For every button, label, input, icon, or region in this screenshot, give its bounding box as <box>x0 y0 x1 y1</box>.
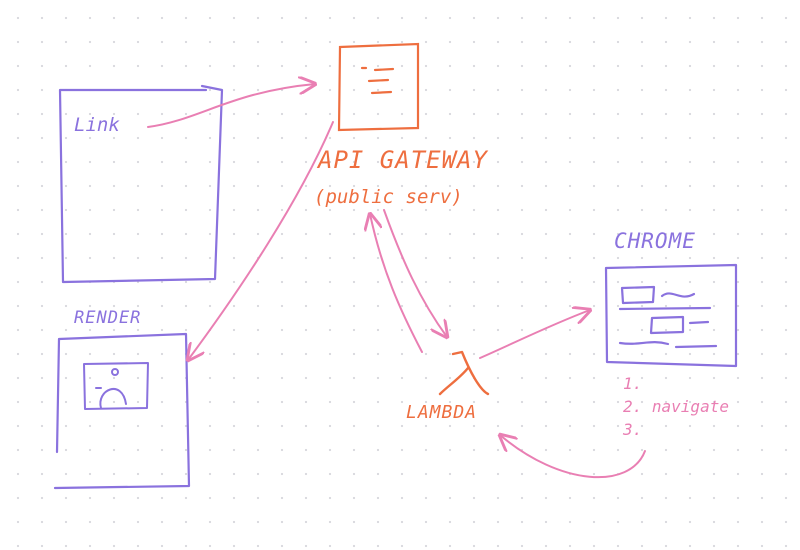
arrow-gateway-to-lambda <box>383 209 447 337</box>
lambda-icon <box>438 350 490 396</box>
step-item: 2. navigate <box>623 397 729 416</box>
lambda-label: LAMBDA <box>406 402 478 423</box>
gateway-box-icon <box>337 42 420 132</box>
chrome-steps-list: 1. 2. navigate 3. <box>623 372 729 441</box>
arrow-link-to-gateway <box>147 84 315 128</box>
api-gateway-label: API GATEWAY <box>318 146 488 174</box>
arrow-chrome-to-lambda <box>500 435 646 479</box>
render-box <box>53 332 191 490</box>
arrow-gateway-to-render <box>188 121 334 360</box>
public-serv-label: (public serv) <box>314 186 463 208</box>
chrome-label: CHROME <box>614 229 696 253</box>
client-page-box <box>58 84 224 284</box>
render-label: RENDER <box>74 308 142 328</box>
link-label: Link <box>74 114 120 136</box>
render-image-icon <box>83 362 149 410</box>
arrow-lambda-to-chrome <box>479 310 590 359</box>
arrow-lambda-to-gateway <box>370 214 423 353</box>
chrome-browser-icon <box>604 263 738 368</box>
step-item: 1. <box>623 374 643 393</box>
step-item: 3. <box>623 420 643 439</box>
